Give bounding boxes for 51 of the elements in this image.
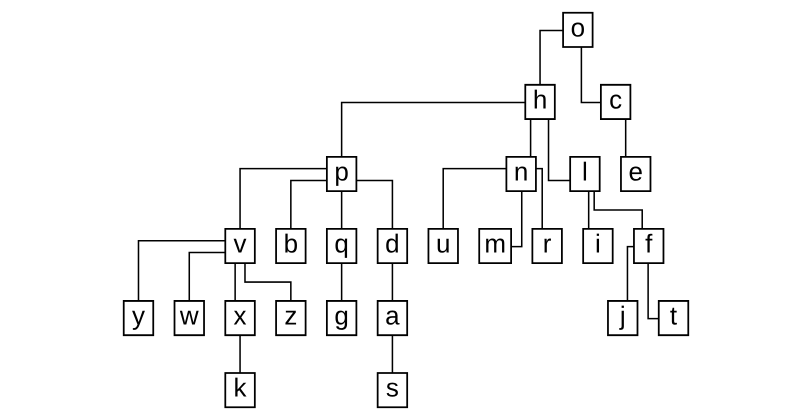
node-box: a — [376, 300, 408, 336]
node-box: s — [376, 372, 408, 408]
node-box: e — [620, 156, 652, 192]
connector — [239, 336, 241, 373]
node-box: i — [582, 228, 614, 264]
node-box: n — [506, 156, 537, 192]
connector — [340, 191, 342, 229]
node-box: l — [569, 156, 601, 192]
node-box: h — [524, 84, 556, 120]
connector — [593, 191, 643, 229]
node-box: m — [478, 228, 512, 264]
connector — [588, 191, 590, 229]
node-box: v — [224, 228, 256, 264]
node-box: o — [562, 12, 594, 48]
node-box: q — [326, 228, 358, 264]
connector — [340, 102, 526, 157]
connector — [548, 119, 570, 182]
connector — [188, 252, 226, 301]
connector — [392, 336, 394, 373]
connector — [392, 263, 394, 301]
connector — [442, 168, 506, 229]
node-box: k — [224, 372, 256, 408]
connector — [239, 168, 327, 229]
connector — [580, 47, 601, 104]
connector — [539, 30, 563, 85]
node-box: y — [122, 300, 154, 336]
connector — [624, 119, 626, 157]
node-box: b — [275, 228, 306, 264]
node-box: f — [633, 228, 664, 264]
connector — [530, 119, 532, 157]
node-box: w — [174, 300, 205, 336]
connector — [290, 180, 327, 229]
connector — [536, 168, 543, 229]
connector — [234, 263, 236, 301]
node-box: r — [532, 228, 563, 264]
connector — [340, 263, 342, 301]
node-box: x — [224, 300, 256, 336]
connector — [626, 246, 634, 301]
node-box: c — [600, 84, 632, 120]
connector — [244, 263, 292, 301]
node-box: p — [326, 156, 358, 192]
connector — [647, 263, 659, 320]
node-box: d — [376, 228, 408, 264]
node-box: u — [428, 228, 459, 264]
node-box: g — [326, 300, 358, 336]
node-box: z — [275, 300, 306, 336]
node-box: j — [607, 300, 638, 336]
connector — [138, 240, 226, 301]
connector — [511, 191, 523, 248]
node-box: t — [658, 300, 690, 336]
connector — [356, 180, 394, 229]
